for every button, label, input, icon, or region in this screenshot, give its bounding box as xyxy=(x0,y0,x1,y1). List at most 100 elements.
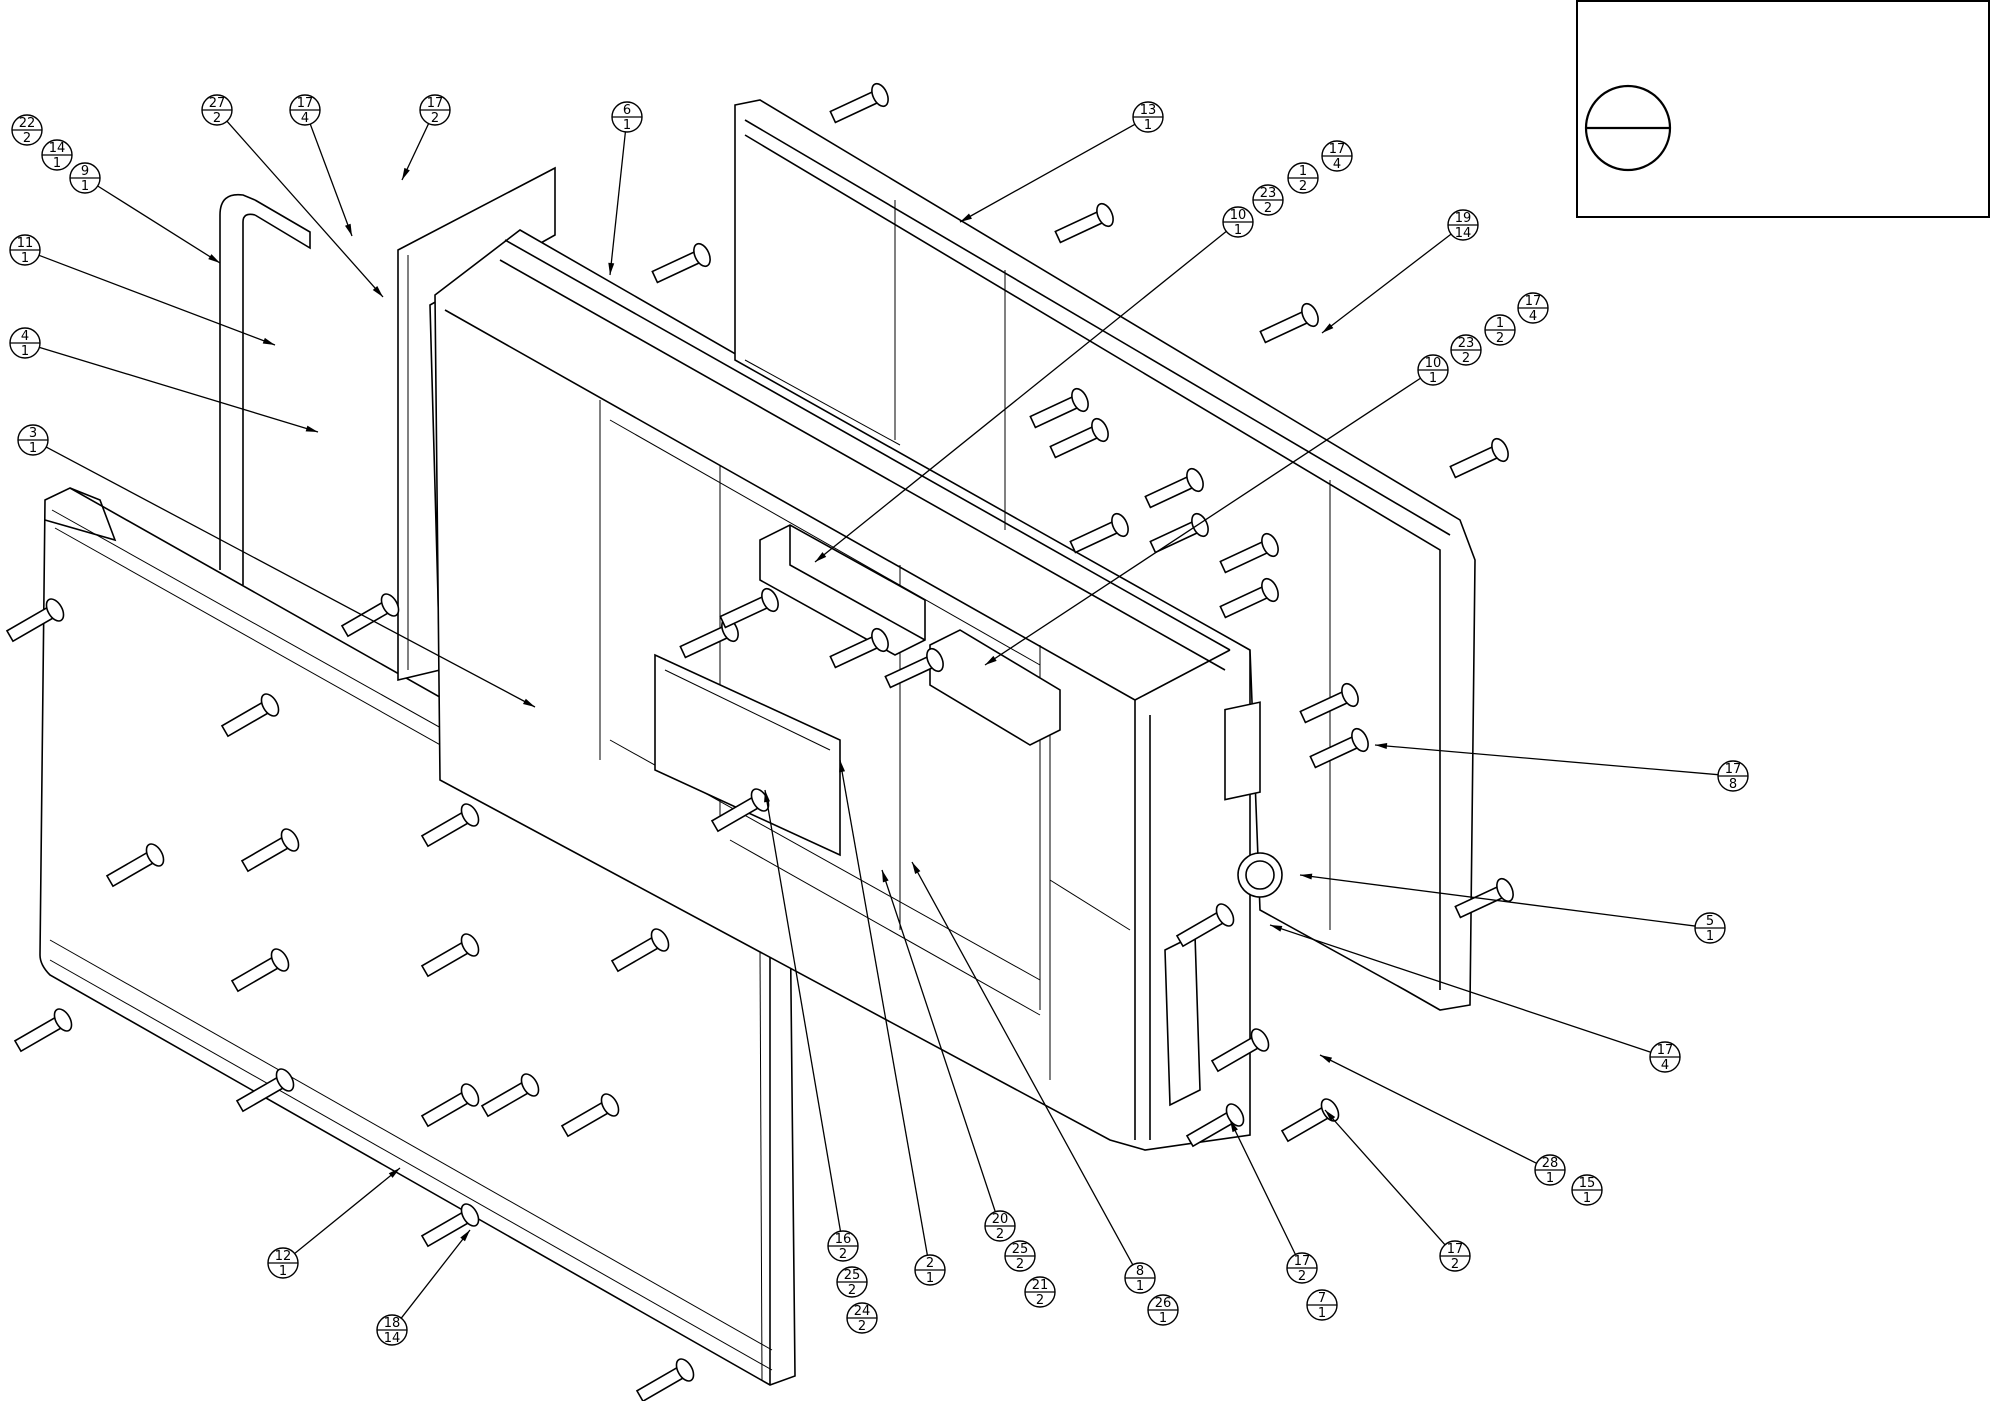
callout-quantity: 1 xyxy=(1546,1171,1554,1186)
leader-line xyxy=(814,230,1227,563)
callout-quantity: 4 xyxy=(1333,157,1341,172)
rear-frame xyxy=(734,99,1476,1011)
callout-quantity: 1 xyxy=(926,1271,934,1286)
leader-line xyxy=(294,1167,401,1255)
leader-line xyxy=(1299,874,1696,927)
callout-part-number: 17 xyxy=(1657,1043,1674,1058)
callout-quantity: 2 xyxy=(213,111,221,126)
callout-bubble-c17f: 174 xyxy=(1649,1041,1681,1073)
callout-bubble-c4: 41 xyxy=(9,327,41,359)
callout-part-number: 8 xyxy=(1136,1264,1144,1279)
bolt xyxy=(420,1083,480,1128)
callout-quantity: 2 xyxy=(1036,1293,1044,1308)
callout-quantity: 2 xyxy=(1496,331,1504,346)
bolt xyxy=(1299,682,1359,724)
callout-part-number: 5 xyxy=(1706,914,1714,929)
callout-part-number: 13 xyxy=(1140,103,1157,118)
callout-bubble-c23a: 232 xyxy=(1252,184,1284,216)
callout-bubble-c17h: 172 xyxy=(1286,1252,1318,1284)
callout-bubble-c5: 51 xyxy=(1694,912,1726,944)
bolt xyxy=(1054,202,1114,244)
leader-arrowhead xyxy=(882,870,889,883)
callout-part-number: 1 xyxy=(1496,316,1504,331)
callout-bubble-c2: 21 xyxy=(914,1254,946,1286)
callout-bubble-c12: 121 xyxy=(267,1247,299,1279)
bolt xyxy=(230,948,290,993)
side-plate xyxy=(219,193,311,585)
callout-quantity: 2 xyxy=(1016,1257,1024,1272)
callout-quantity: 1 xyxy=(81,179,89,194)
callout-bubbles: 2721741722221419111141316113117412232101… xyxy=(9,94,1749,1346)
leader-line xyxy=(1374,744,1719,776)
leader-line xyxy=(911,861,1134,1266)
leader-line xyxy=(226,120,384,298)
bolt-group xyxy=(5,82,1514,1401)
bolt xyxy=(1309,727,1369,769)
callout-bubble-c28: 281 xyxy=(1534,1154,1566,1186)
leader-arrowhead xyxy=(764,790,770,803)
callout-part-number: 17 xyxy=(1525,294,1542,309)
callout-bubble-c17a: 174 xyxy=(289,94,321,126)
leader-arrowhead xyxy=(344,223,352,236)
leader-line xyxy=(39,346,319,433)
callout-part-number: 18 xyxy=(384,1316,401,1331)
callout-part-number: 23 xyxy=(1458,336,1475,351)
callout-bubble-c6: 61 xyxy=(611,101,643,133)
callout-bubble-c10a: 101 xyxy=(1222,206,1254,238)
bolt xyxy=(1219,532,1279,574)
leader-line xyxy=(984,377,1421,666)
callout-part-number: 21 xyxy=(1032,1278,1049,1293)
leader-line xyxy=(38,254,276,346)
callout-bubble-c11: 111 xyxy=(9,234,41,266)
leader-arrowhead xyxy=(815,552,827,562)
bolt xyxy=(1175,903,1235,948)
callout-quantity: 2 xyxy=(848,1283,856,1298)
bolt xyxy=(610,928,670,973)
bolt xyxy=(1454,877,1514,919)
callout-bubble-c26: 261 xyxy=(1147,1294,1179,1326)
callout-bubble-c22: 222 xyxy=(11,114,43,146)
leader-line xyxy=(1269,924,1651,1053)
leader-line xyxy=(97,185,221,264)
bolt xyxy=(560,1093,620,1138)
callout-quantity: 1 xyxy=(29,441,37,456)
callout-quantity: 2 xyxy=(1299,179,1307,194)
callout-quantity: 1 xyxy=(1234,223,1242,238)
component-block-upper xyxy=(759,524,926,656)
leader-lines xyxy=(38,120,1719,1319)
callout-bubble-c24: 242 xyxy=(846,1302,878,1334)
callout-part-number: 23 xyxy=(1260,186,1277,201)
callout-part-number: 15 xyxy=(1579,1176,1596,1191)
callout-bubble-c7: 71 xyxy=(1306,1289,1338,1321)
callout-quantity: 1 xyxy=(1144,118,1152,133)
callout-part-number: 19 xyxy=(1455,211,1472,226)
bolt xyxy=(1069,512,1129,554)
callout-part-number: 28 xyxy=(1542,1156,1559,1171)
callout-part-number: 17 xyxy=(1447,1242,1464,1257)
callout-part-number: 11 xyxy=(17,236,34,251)
callout-part-number: 27 xyxy=(209,96,226,111)
callout-part-number: 25 xyxy=(844,1268,861,1283)
circuit-board xyxy=(654,653,841,857)
bolt xyxy=(829,627,889,669)
callout-part-number: 3 xyxy=(29,426,37,441)
callout-quantity: 1 xyxy=(1583,1191,1591,1206)
bolt xyxy=(710,788,770,833)
callout-quantity: 2 xyxy=(1451,1257,1459,1272)
callout-part-number: 22 xyxy=(19,116,36,131)
bolt xyxy=(1259,302,1319,344)
leader-line xyxy=(764,789,842,1232)
leader-arrowhead xyxy=(985,655,997,665)
callout-quantity: 1 xyxy=(1136,1279,1144,1294)
callout-part-number: 10 xyxy=(1230,208,1247,223)
callout-part-number: 25 xyxy=(1012,1242,1029,1257)
callout-part-number: 17 xyxy=(1294,1254,1311,1269)
leader-arrowhead xyxy=(1230,1120,1238,1133)
callout-part-number: 20 xyxy=(992,1212,1009,1227)
callout-quantity: 1 xyxy=(1159,1311,1167,1326)
callout-bubble-c14: 141 xyxy=(41,139,73,171)
callout-part-number: 17 xyxy=(297,96,314,111)
callout-quantity: 1 xyxy=(1429,371,1437,386)
